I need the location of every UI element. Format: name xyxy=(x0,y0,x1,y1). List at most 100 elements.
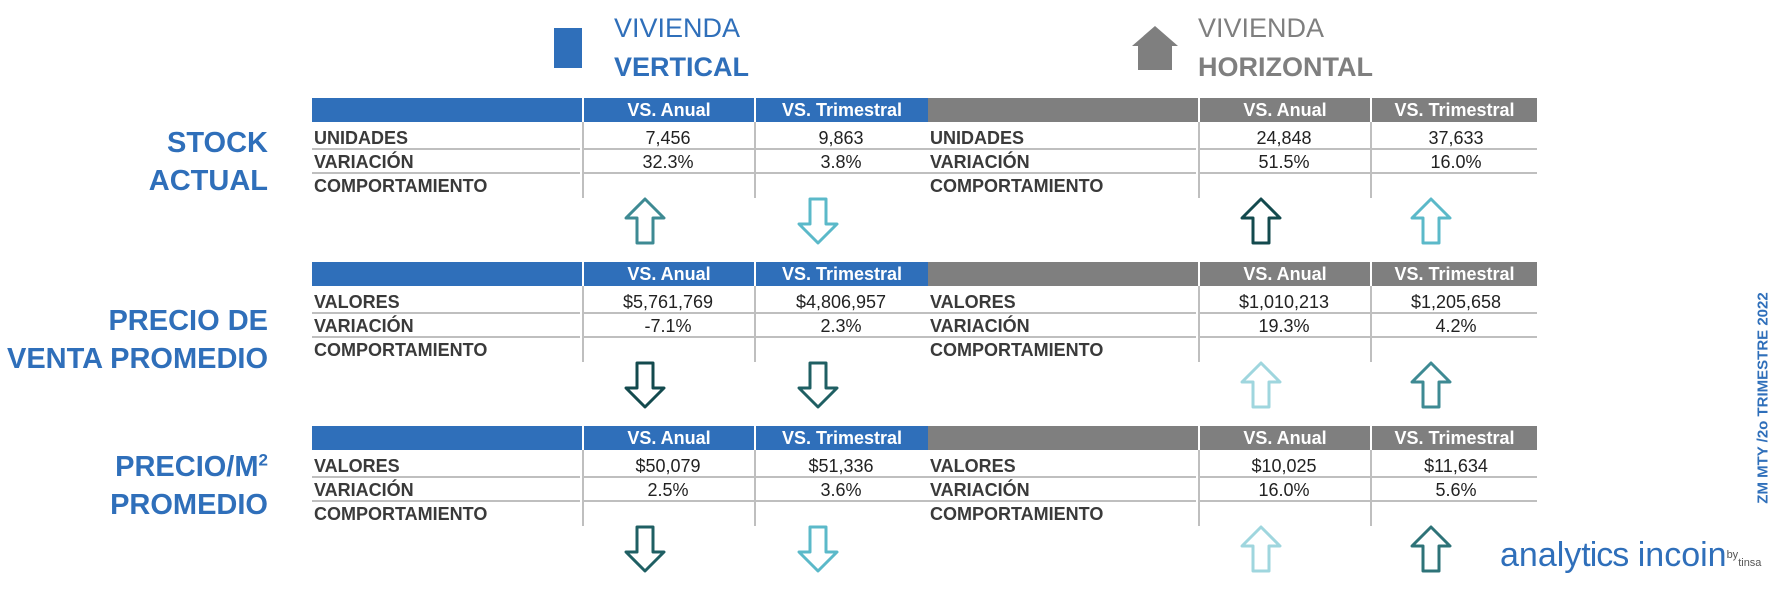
row-divider xyxy=(1198,500,1537,502)
house-icon xyxy=(1132,26,1178,70)
arrow-up-icon xyxy=(1238,360,1284,410)
arrow-down-icon xyxy=(795,360,841,410)
column-divider xyxy=(1370,286,1372,362)
row-divider xyxy=(928,476,1196,478)
column-divider xyxy=(754,450,756,526)
row-divider xyxy=(312,476,580,478)
row-divider xyxy=(312,336,580,338)
analytics-incoin-logo: analytics incoinbytinsa xyxy=(1500,536,1762,574)
arrow-up-icon xyxy=(1238,524,1284,574)
value-horizontal-anual: 24,848 xyxy=(1256,128,1312,148)
section-title-line: VENTA PROMEDIO xyxy=(6,343,268,375)
horizontal-header-blank xyxy=(928,262,1198,286)
value-vertical-anual: -7.1% xyxy=(644,316,692,336)
horizontal-col-trimestral: VS. Trimestral xyxy=(1370,426,1537,450)
vertical-col-anual: VS. Anual xyxy=(582,98,754,122)
value-horizontal-anual: 51.5% xyxy=(1258,152,1310,172)
row-label-vertical: VALORES xyxy=(314,456,400,476)
row-divider xyxy=(1198,148,1537,150)
section-title-line: ACTUAL xyxy=(148,165,268,197)
header-vertical-line1: VIVIENDA xyxy=(614,13,741,43)
value-vertical-anual: 7,456 xyxy=(645,128,691,148)
row-label-horizontal: VALORES xyxy=(930,456,1016,476)
value-vertical-anual: 2.5% xyxy=(647,480,689,500)
header-horizontal-line1: VIVIENDA xyxy=(1198,13,1325,43)
header-vertical-line2: VERTICAL xyxy=(614,52,749,82)
value-vertical-trimestral: 9,863 xyxy=(818,128,864,148)
row-label-horizontal: VARIACIÓN xyxy=(930,316,1030,336)
row-divider xyxy=(312,172,580,174)
arrow-down-icon xyxy=(795,196,841,246)
superscript-2: 2 xyxy=(258,450,268,470)
vertical-header-blank xyxy=(312,98,582,122)
row-label-vertical: VARIACIÓN xyxy=(314,316,414,336)
row-label-vertical: COMPORTAMIENTO xyxy=(314,504,488,524)
value-horizontal-trimestral: 4.2% xyxy=(1435,316,1477,336)
row-divider xyxy=(312,500,580,502)
horizontal-header-blank xyxy=(928,98,1198,122)
row-label-horizontal: UNIDADES xyxy=(930,128,1025,148)
row-divider xyxy=(928,312,1196,314)
arrow-down-icon xyxy=(622,524,668,574)
column-divider xyxy=(582,286,584,362)
arrow-down-icon xyxy=(622,360,668,410)
arrow-up-icon xyxy=(1238,196,1284,246)
horizontal-col-trimestral: VS. Trimestral xyxy=(1370,98,1537,122)
value-horizontal-anual: $1,010,213 xyxy=(1238,292,1330,312)
value-horizontal-trimestral: 16.0% xyxy=(1430,152,1482,172)
column-divider xyxy=(1198,122,1200,198)
section-title-precio-venta: PRECIO DE VENTA PROMEDIO xyxy=(7,302,268,378)
horizontal-col-trimestral: VS. Trimestral xyxy=(1370,262,1537,286)
row-label-vertical: UNIDADES xyxy=(314,128,409,148)
row-divider xyxy=(1198,172,1537,174)
value-vertical-anual: $50,079 xyxy=(635,456,701,476)
horizontal-header-blank xyxy=(928,426,1198,450)
vertical-header-blank xyxy=(312,426,582,450)
value-horizontal-anual: $10,025 xyxy=(1251,456,1317,476)
vertical-square-icon xyxy=(554,28,582,68)
row-divider xyxy=(1198,312,1537,314)
value-vertical-anual: 32.3% xyxy=(642,152,694,172)
value-horizontal-anual: 16.0% xyxy=(1258,480,1310,500)
row-label-vertical: VARIACIÓN xyxy=(314,152,414,172)
section-title-precio-m2: PRECIO/M2 PROMEDIO xyxy=(110,448,268,524)
row-divider xyxy=(928,148,1196,150)
row-label-vertical: VARIACIÓN xyxy=(314,480,414,500)
vertical-col-anual: VS. Anual xyxy=(582,426,754,450)
arrow-up-icon xyxy=(1408,360,1454,410)
horizontal-col-anual: VS. Anual xyxy=(1198,98,1370,122)
section-title-stock: STOCK ACTUAL xyxy=(149,124,268,200)
value-vertical-trimestral: 3.6% xyxy=(820,480,862,500)
row-divider xyxy=(1198,476,1537,478)
column-divider xyxy=(1198,450,1200,526)
arrow-up-icon xyxy=(1408,196,1454,246)
value-horizontal-trimestral: $11,634 xyxy=(1424,456,1488,476)
column-divider xyxy=(1370,450,1372,526)
column-divider xyxy=(754,122,756,198)
row-divider xyxy=(928,336,1196,338)
value-vertical-trimestral: $51,336 xyxy=(808,456,874,476)
row-divider xyxy=(312,312,580,314)
horizontal-col-anual: VS. Anual xyxy=(1198,426,1370,450)
period-label-text: ZM MTY /2o TRIMESTRE 2022 xyxy=(1754,291,1772,504)
row-divider xyxy=(312,148,580,150)
horizontal-col-anual: VS. Anual xyxy=(1198,262,1370,286)
row-label-horizontal: VALORES xyxy=(930,292,1016,312)
value-vertical-trimestral: 3.8% xyxy=(820,152,862,172)
section-title-line: PRECIO/M2 xyxy=(115,450,268,483)
column-divider xyxy=(1198,286,1200,362)
row-label-vertical: COMPORTAMIENTO xyxy=(314,340,488,360)
